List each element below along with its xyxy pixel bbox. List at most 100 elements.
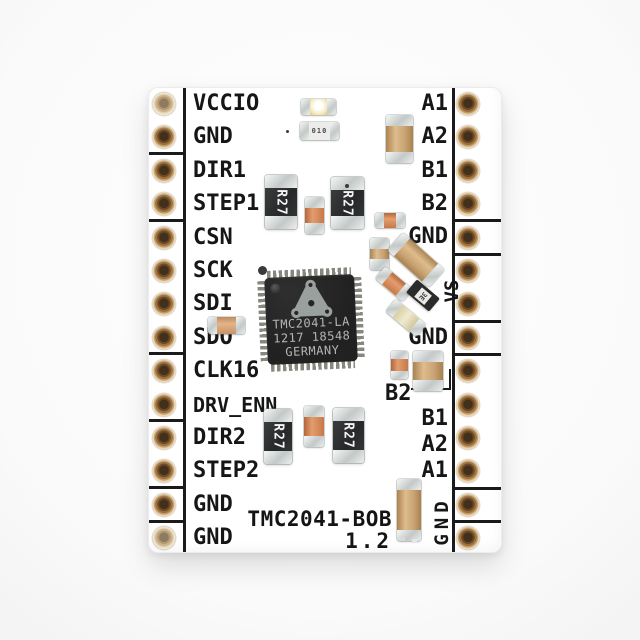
left-pin-label: CSN — [193, 225, 233, 250]
pcb-board: VCCIO GND DIR1 STEP1 CSN SCK SDI SDO CLK… — [148, 87, 502, 553]
group-separator-tick — [454, 219, 501, 222]
resistor-marking: R27 — [339, 189, 355, 217]
group-separator-tick — [454, 487, 501, 490]
group-separator-tick — [149, 352, 184, 355]
silkscreen-left-line — [183, 88, 186, 552]
ceramic-capacitor — [375, 266, 413, 302]
right-pin-label: A2 — [421, 432, 449, 457]
left-pin-label: CLK16 — [193, 358, 260, 383]
resistor-marking: R27 — [273, 188, 289, 216]
pin-hole — [457, 160, 479, 182]
tantalum-capacitor — [386, 115, 413, 163]
pin-hole — [153, 227, 175, 249]
chip-body: TMC2041-LA 1217 18548 GERMANY — [264, 274, 358, 365]
silkscreen-dot — [345, 184, 349, 188]
group-separator-tick — [149, 486, 184, 489]
pin-hole — [457, 360, 479, 382]
solder-pad-mark — [400, 537, 405, 541]
pin-hole — [153, 360, 175, 382]
left-pin-label: STEP1 — [193, 191, 260, 216]
right-pin-label: B2 — [421, 191, 449, 216]
pin-hole — [153, 193, 175, 215]
pin-hole — [153, 427, 175, 449]
pin-hole — [153, 460, 175, 482]
pin-hole — [153, 527, 175, 549]
tantalum-capacitor — [413, 351, 443, 391]
right-pin-label: B1 — [421, 158, 449, 183]
ceramic-capacitor — [305, 197, 324, 234]
group-separator-tick — [149, 520, 184, 523]
status-led — [301, 99, 336, 115]
pin-hole — [153, 160, 175, 182]
left-pin-label: GND — [193, 124, 233, 149]
driver-chip-tmc2041: TMC2041-LA 1217 18548 GERMANY — [257, 267, 365, 372]
group-separator-tick — [149, 152, 184, 155]
pin-hole — [153, 394, 175, 416]
board-version: 1.2 — [345, 529, 392, 553]
left-pin-label: STEP2 — [193, 458, 260, 483]
cluster-ic: 3E — [406, 279, 440, 312]
pin-hole — [457, 93, 479, 115]
sense-resistor-r27: R27 — [331, 177, 364, 229]
pin1-marker-dot — [258, 266, 267, 275]
left-pin-label: SCK — [193, 258, 233, 283]
pin-hole — [457, 126, 479, 148]
left-pin-label: DRV_ENN — [193, 393, 278, 417]
sense-resistor-r27: R27 — [264, 409, 292, 464]
group-separator-tick — [454, 353, 501, 356]
right-pin-label: A1 — [421, 458, 449, 483]
group-separator-tick — [454, 520, 501, 523]
pin-hole — [153, 293, 175, 315]
silkscreen-dot — [286, 130, 289, 133]
left-pin-label: DIR2 — [193, 425, 246, 450]
board-title: TMC2041-BOB — [247, 507, 392, 531]
group-separator-tick — [454, 320, 501, 323]
chip-marking-line3: GERMANY — [285, 342, 340, 360]
pin-hole — [457, 327, 479, 349]
b2-pointer-line — [449, 369, 452, 390]
left-pin-label: DIR1 — [193, 158, 246, 183]
ceramic-capacitor — [375, 213, 405, 228]
resistor-marking: R27 — [340, 422, 356, 449]
right-pin-label-gnd-vertical: GND — [431, 496, 453, 546]
group-separator-tick — [149, 219, 184, 222]
pin-hole — [457, 193, 479, 215]
pin1-dimple — [270, 283, 281, 294]
pin-hole — [457, 427, 479, 449]
pin-hole — [153, 126, 175, 148]
right-pin-label: B1 — [421, 406, 449, 431]
pin-hole — [457, 293, 479, 315]
sense-resistor-r27: R27 — [265, 175, 297, 229]
group-separator-tick — [149, 419, 184, 422]
pin-hole — [457, 494, 479, 516]
ceramic-capacitor — [391, 351, 408, 379]
silkscreen-right-line — [452, 88, 455, 552]
solder-pad-mark — [412, 539, 417, 543]
ceramic-capacitor — [370, 238, 389, 270]
sense-resistor-r27: R27 — [333, 408, 364, 463]
resistor-010: 010 — [300, 122, 339, 140]
trinamic-logo — [291, 279, 333, 319]
ceramic-capacitor — [208, 317, 245, 334]
pin-hole — [457, 260, 479, 282]
resistor-marking: 010 — [311, 127, 328, 135]
right-pin-label-vs-vertical: VS — [441, 279, 463, 303]
left-pin-label: GND — [193, 492, 233, 517]
pin-hole — [457, 394, 479, 416]
left-pin-label: VCCIO — [193, 91, 260, 116]
ceramic-capacitor — [304, 406, 324, 447]
right-pin-label-b2: B2 — [385, 381, 412, 406]
pin-hole — [457, 227, 479, 249]
pin-hole — [457, 527, 479, 549]
resistor-marking: R27 — [270, 423, 286, 450]
ic-marking: 3E — [417, 289, 429, 302]
right-pin-label: A2 — [421, 124, 449, 149]
left-pin-label: GND — [193, 525, 233, 550]
tantalum-capacitor — [397, 479, 421, 541]
pin-hole — [153, 93, 175, 115]
group-separator-tick — [454, 253, 501, 256]
pin-hole — [153, 494, 175, 516]
pin-hole — [457, 460, 479, 482]
pin-hole — [153, 327, 175, 349]
